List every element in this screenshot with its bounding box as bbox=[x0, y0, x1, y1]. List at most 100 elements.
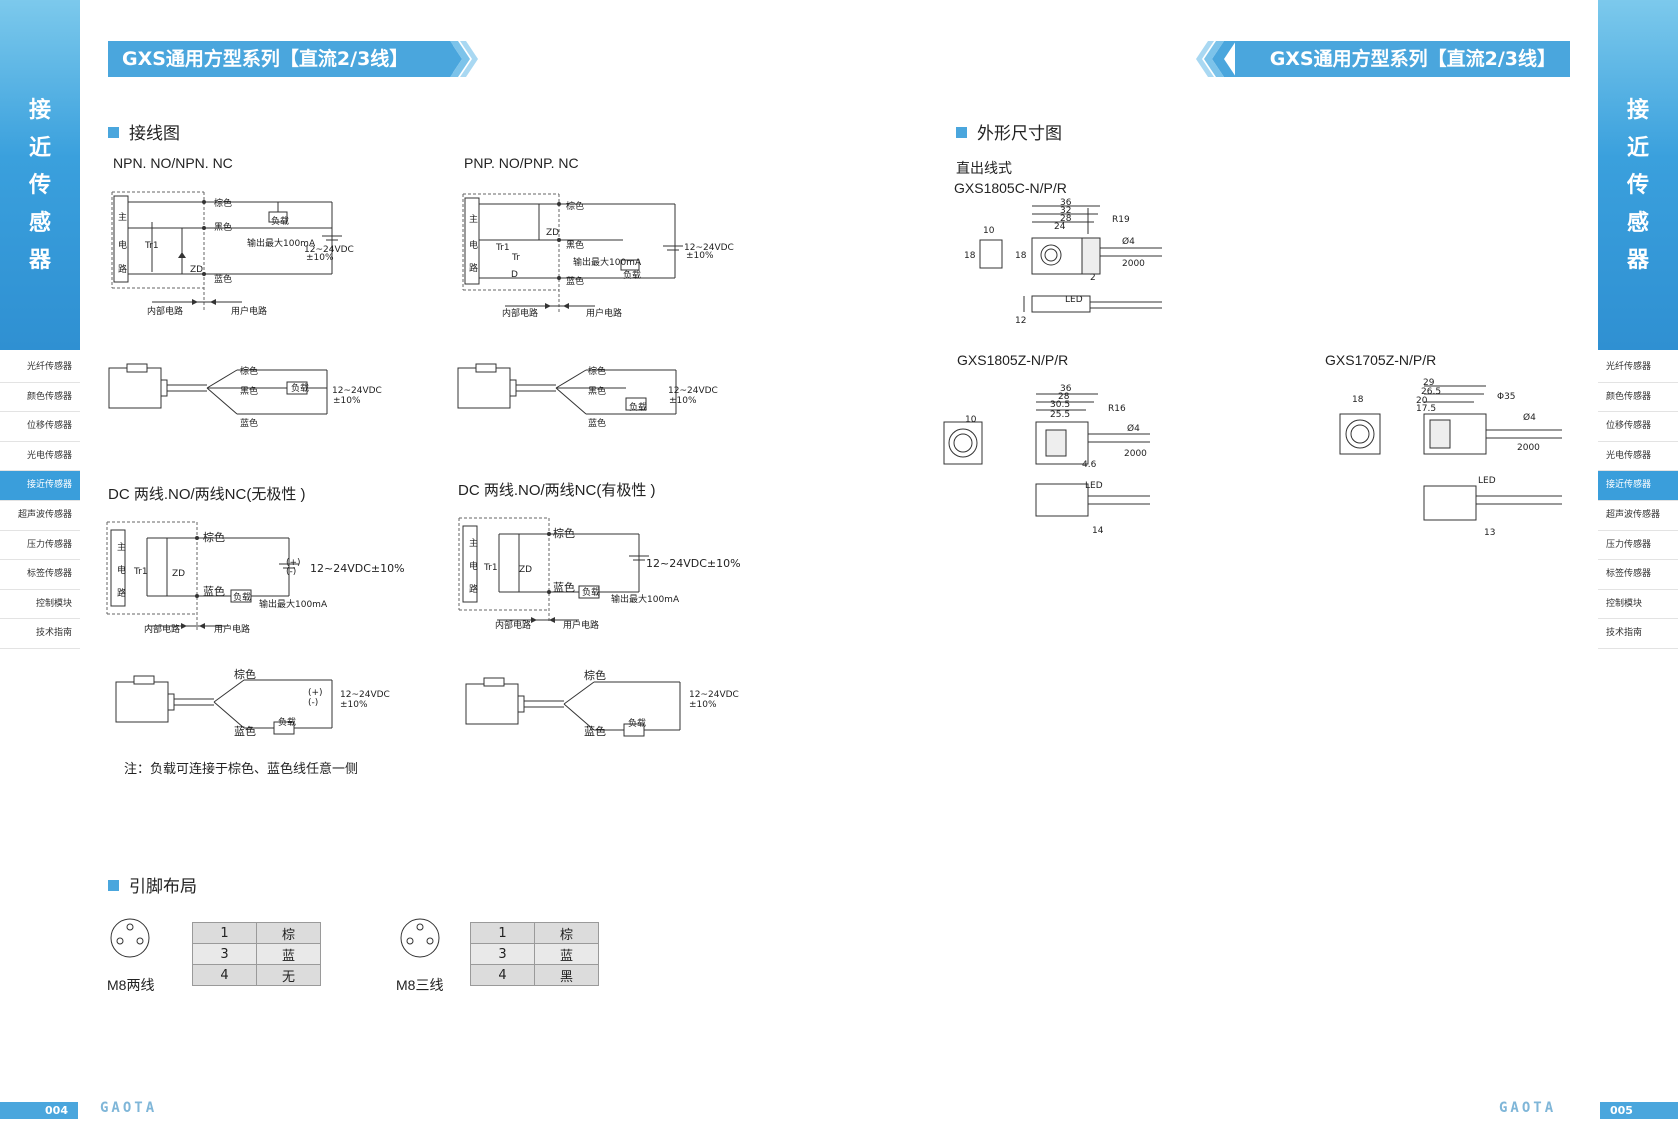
sidebar-item-fiber[interactable]: 光纤传感器 bbox=[1598, 353, 1678, 383]
dim-label: 28 bbox=[1060, 214, 1072, 224]
load-label: 负载 bbox=[233, 593, 252, 603]
dim-label: Ø4 bbox=[1127, 424, 1140, 434]
load-label: 负载 bbox=[582, 588, 601, 598]
sidebar-item-control[interactable]: 控制模块 bbox=[1598, 589, 1678, 620]
user-circuit-label: 用户电路 bbox=[563, 621, 600, 631]
dimension-drawing-gxs1705z bbox=[1312, 378, 1572, 538]
sidebar-item-ultrasonic[interactable]: 超声波传感器 bbox=[1598, 500, 1678, 531]
side-title-char: 感 bbox=[28, 210, 51, 236]
wire-blue-label: 蓝色 bbox=[553, 581, 575, 594]
pnp-circuit-diagram bbox=[463, 194, 703, 314]
user-circuit-label: 用户电路 bbox=[214, 625, 251, 635]
main-circuit-char: 路 bbox=[469, 585, 479, 595]
load-label: 负载 bbox=[271, 217, 290, 227]
sidebar-item-guide[interactable]: 技术指南 bbox=[1598, 619, 1678, 649]
pin-color: 棕 bbox=[534, 922, 599, 944]
supply-tol-label: ±10% bbox=[689, 700, 717, 710]
dim-label: 30.5 bbox=[1050, 400, 1071, 410]
wire-blue-label: 蓝色 bbox=[240, 419, 259, 429]
main-circuit-char: 电 bbox=[117, 566, 127, 576]
sidebar-item-ultrasonic[interactable]: 超声波传感器 bbox=[0, 500, 80, 531]
side-title-char: 器 bbox=[1626, 248, 1649, 273]
tr1-label: Tr1 bbox=[145, 241, 159, 251]
dim-label: 36 bbox=[1060, 384, 1072, 394]
supply-tol-label: ±10% bbox=[333, 396, 361, 406]
pin-color: 无 bbox=[256, 964, 321, 986]
npn-circuit-diagram bbox=[112, 192, 352, 312]
dc-polar-title: DC 两线.NO/两线NC(有极性 ) bbox=[458, 482, 656, 499]
pin-layout-name: M8两线 bbox=[107, 977, 155, 993]
sidebar-item-control[interactable]: 控制模块 bbox=[0, 589, 80, 620]
sensor-wiring-drawing bbox=[114, 672, 354, 734]
sensor-wiring-drawing bbox=[456, 362, 706, 424]
sidebar-item-color[interactable]: 颜色传感器 bbox=[0, 382, 80, 413]
right-side-panel: 接 近 传 感 器 光纤传感器 颜色传感器 位移传感器 光电传感器 接近传感器 … bbox=[1598, 0, 1678, 1146]
header-banner-right: GXS通用方型系列【直流2/3线】 bbox=[1235, 41, 1570, 77]
m8-connector-icon bbox=[109, 917, 151, 959]
user-circuit-label: 用户电路 bbox=[231, 307, 268, 317]
user-circuit-label: 用户电路 bbox=[586, 309, 623, 319]
side-title: 接 近 传 感 器 bbox=[1598, 92, 1678, 280]
dim-label: 28 bbox=[1058, 392, 1070, 402]
sensor-wiring-drawing bbox=[464, 674, 704, 736]
wire-black-label: 黑色 bbox=[588, 387, 607, 397]
dim-label: 25.5 bbox=[1050, 410, 1071, 420]
section-heading-dimensions: 外形尺寸图 bbox=[956, 119, 1062, 144]
dim-label: 2000 bbox=[1517, 443, 1540, 453]
supply-label: 12~24VDC bbox=[340, 690, 390, 700]
side-menu: 光纤传感器 颜色传感器 位移传感器 光电传感器 接近传感器 超声波传感器 压力传… bbox=[1598, 353, 1678, 649]
sidebar-item-photoelectric[interactable]: 光电传感器 bbox=[0, 441, 80, 472]
dc-nonpolar-title: DC 两线.NO/两线NC(无极性 ) bbox=[108, 486, 306, 503]
zd-label: ZD bbox=[190, 265, 204, 275]
brand-logo: GAOTA bbox=[1499, 1100, 1557, 1116]
side-title-char: 传 bbox=[1626, 173, 1649, 198]
main-circuit-char: 主 bbox=[118, 213, 128, 223]
sidebar-item-proximity[interactable]: 接近传感器 bbox=[1598, 471, 1678, 501]
dim-label: 4.6 bbox=[1082, 460, 1097, 470]
dc-polar-circuit-diagram bbox=[459, 518, 759, 623]
main-circuit-char: 主 bbox=[117, 543, 127, 553]
side-menu: 光纤传感器 颜色传感器 位移传感器 光电传感器 接近传感器 超声波传感器 压力传… bbox=[0, 353, 80, 649]
supply-tol-label: ±10% bbox=[686, 251, 714, 261]
wire-blue-label: 蓝色 bbox=[584, 725, 606, 738]
section-heading-pins: 引脚布局 bbox=[108, 872, 197, 897]
model-name: GXS1805C-N/P/R bbox=[954, 180, 1067, 196]
sidebar-item-pressure[interactable]: 压力传感器 bbox=[1598, 530, 1678, 561]
sidebar-item-guide[interactable]: 技术指南 bbox=[0, 619, 80, 649]
main-circuit-char: 电 bbox=[469, 562, 479, 572]
wire-brown-label: 棕色 bbox=[566, 202, 585, 212]
sidebar-item-pressure[interactable]: 压力传感器 bbox=[0, 530, 80, 561]
pin-color: 蓝 bbox=[256, 943, 321, 965]
dim-label: 18 bbox=[1015, 251, 1027, 261]
square-bullet-icon bbox=[956, 127, 967, 138]
sidebar-item-fiber[interactable]: 光纤传感器 bbox=[0, 353, 80, 383]
wire-brown-label: 棕色 bbox=[203, 531, 225, 544]
max-output-label: 输出最大100mA bbox=[611, 595, 680, 605]
sidebar-item-displacement[interactable]: 位移传感器 bbox=[1598, 412, 1678, 442]
side-title-char: 传 bbox=[28, 173, 51, 198]
sidebar-item-proximity[interactable]: 接近传感器 bbox=[0, 471, 80, 501]
max-output-label: 输出最大100mA bbox=[247, 239, 316, 249]
sidebar-item-photoelectric[interactable]: 光电传感器 bbox=[1598, 441, 1678, 472]
wire-black-label: 黑色 bbox=[240, 387, 259, 397]
internal-circuit-label: 内部电路 bbox=[495, 621, 532, 631]
sidebar-item-color[interactable]: 颜色传感器 bbox=[1598, 382, 1678, 413]
sidebar-item-displacement[interactable]: 位移传感器 bbox=[0, 412, 80, 442]
sidebar-item-label[interactable]: 标签传感器 bbox=[1598, 560, 1678, 590]
side-title-char: 器 bbox=[28, 248, 51, 273]
section-heading-text: 外形尺寸图 bbox=[977, 124, 1062, 144]
sidebar-item-label[interactable]: 标签传感器 bbox=[0, 560, 80, 590]
wire-blue-label: 蓝色 bbox=[214, 275, 233, 285]
supply-label: 12~24VDC bbox=[668, 386, 718, 396]
section-heading-wiring: 接线图 bbox=[108, 119, 180, 144]
internal-circuit-label: 内部电路 bbox=[502, 309, 539, 319]
load-label: 负载 bbox=[628, 719, 647, 729]
dim-label: Ø4 bbox=[1523, 413, 1536, 423]
wire-blue-label: 蓝色 bbox=[234, 725, 256, 738]
main-circuit-char: 路 bbox=[469, 264, 479, 274]
supply-label: 12~24VDC bbox=[332, 386, 382, 396]
main-circuit-char: 路 bbox=[118, 265, 128, 275]
